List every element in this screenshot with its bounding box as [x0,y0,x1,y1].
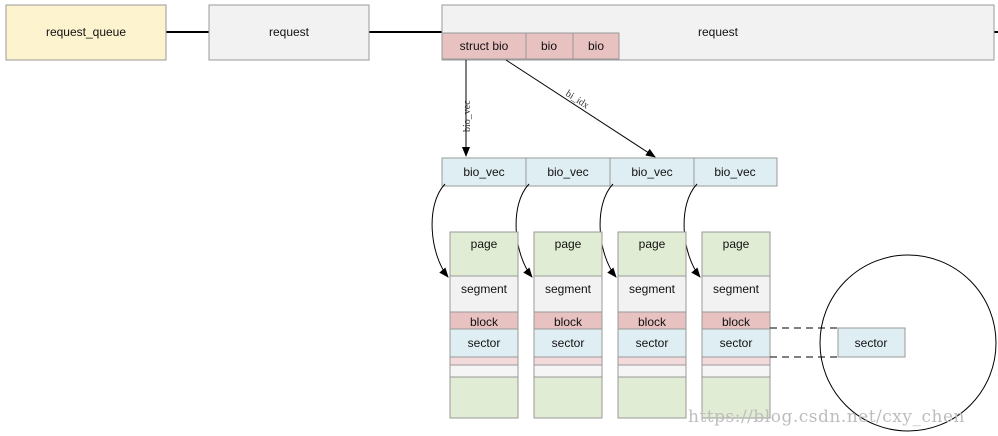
block-stripe [449,356,519,366]
request-label-2: request [698,25,739,39]
page-tail-cell [617,376,687,419]
block-stripe [701,356,771,366]
block-label: block [470,315,499,329]
sector-cell [701,328,771,358]
page-tail-cell [533,376,603,419]
curve-arrow-4 [683,183,701,278]
struct-bio-node: struct bio [441,32,527,60]
block-label: block [638,315,667,329]
curve-arrow-1 [431,183,449,278]
segment-stripe [617,364,687,378]
request-queue-node: request_queue [5,4,167,61]
segment-stripe [449,364,519,378]
page-label: page [723,237,750,251]
bio-label-2: bio [541,39,557,53]
page-column-2: page segment block sector [533,231,603,419]
segment-cell [533,275,603,313]
segment-label: segment [461,282,508,296]
zoom-sector-node: sector [837,327,906,358]
curve-arrow-2 [515,183,533,278]
page-cell [533,231,603,277]
sector-label: sector [636,336,669,350]
watermark-text: https://blog.csdn.net/cxy_chen [688,407,965,427]
page-cell [449,231,519,277]
bio-vec-label-2: bio_vec [547,165,588,179]
zoom-lens-circle [819,254,997,432]
request-node-1: request [208,4,370,61]
bio-node-2: bio [525,32,574,60]
bio-vec-label-3: bio_vec [631,165,672,179]
zoom-sector-label: sector [855,336,888,350]
request-queue-label: request_queue [46,25,126,39]
bio-vec-cell-4 [693,157,778,187]
segment-stripe [533,364,603,378]
struct-bio-label: struct bio [460,39,509,53]
bio-vec-cell-2 [525,157,611,187]
block-label: block [554,315,583,329]
sector-cell [617,328,687,358]
sector-label: sector [552,336,585,350]
page-label: page [471,237,498,251]
page-cell [617,231,687,277]
page-tail-cell [701,376,771,419]
segment-cell [449,275,519,313]
block-label: block [722,315,751,329]
page-cell [701,231,771,277]
bio-vec-cell-1 [441,157,527,187]
segment-label: segment [629,282,676,296]
segment-label: segment [545,282,592,296]
block-stripe [533,356,603,366]
sector-label: sector [468,336,501,350]
bio-label-3: bio [588,39,604,53]
page-column-3: page segment block sector [617,231,687,419]
arrow-label-bio-vec: bio_vec [462,100,473,132]
sector-label: sector [720,336,753,350]
page-tail-cell [449,376,519,419]
arrow-bi-idx [505,59,656,158]
page-column-1: page segment block sector [449,231,519,419]
arrow-label-bi-idx: bi_idx [563,88,590,111]
bio-vec-label-1: bio_vec [463,165,504,179]
page-label: page [639,237,666,251]
sector-cell [449,328,519,358]
request-label-1: request [269,25,310,39]
segment-label: segment [713,282,760,296]
bio-node-3: bio [572,32,620,60]
bio-vec-row: bio_vec bio_vec bio_vec bio_vec [441,157,778,187]
sector-cell [533,328,603,358]
block-stripe [617,356,687,366]
bio-vec-label-4: bio_vec [714,165,755,179]
segment-stripe [701,364,771,378]
curve-arrow-3 [599,183,617,278]
page-column-4: page segment block sector [701,231,771,419]
page-label: page [555,237,582,251]
